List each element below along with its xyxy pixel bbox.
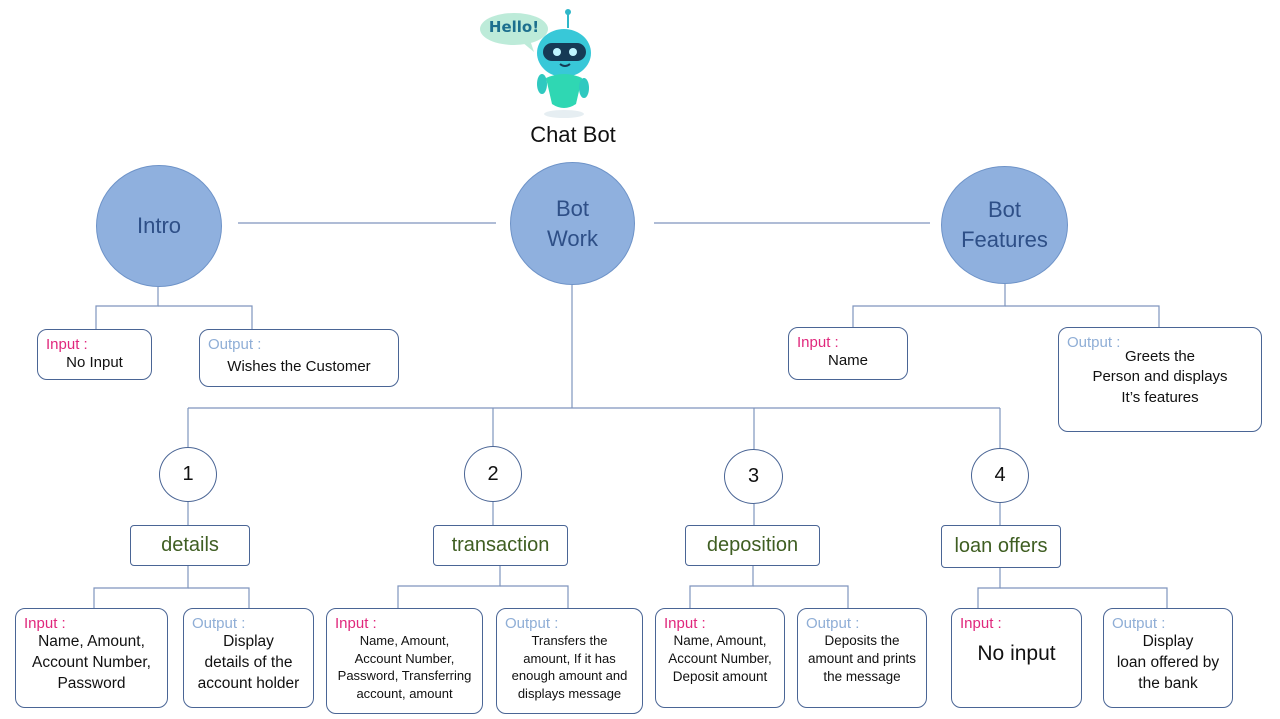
features-input-box: Input : Name [788, 327, 908, 380]
input-label: Input : [335, 615, 377, 632]
output-value: Greets the Person and displays It’s feat… [1092, 348, 1228, 406]
output-label: Output : [806, 615, 860, 632]
features-output-box: Output : Greets the Person and displays … [1058, 327, 1262, 432]
intro-output-box: Output : Wishes the Customer [199, 329, 399, 387]
output-value: Display loan offered by the bank [1116, 633, 1220, 692]
category-details: details [130, 525, 250, 566]
output-value: Display details of the account holder [197, 633, 300, 692]
transaction-output-box: Output : Transfers the amount, If it has… [496, 608, 643, 714]
category-loan-offers: loan offers [941, 525, 1061, 568]
input-label: Input : [24, 615, 66, 632]
output-label: Output : [505, 615, 559, 632]
hello-bubble-text: Hello! [488, 18, 540, 36]
output-label: Output : [192, 615, 246, 632]
input-value: Name, Amount, Account Number, Password, … [337, 633, 472, 701]
input-value: No Input [66, 354, 123, 371]
output-value: Deposits the amount and prints the messa… [807, 633, 917, 685]
intro-input-box: Input : No Input [37, 329, 152, 380]
branch-number-4: 4 [971, 448, 1029, 503]
input-value: Name [827, 352, 868, 369]
input-label: Input : [46, 336, 88, 353]
deposition-output-box: Output : Deposits the amount and prints … [797, 608, 927, 708]
input-value: Name, Amount, Account Number, Deposit am… [668, 633, 772, 685]
category-deposition: deposition [685, 525, 820, 566]
branch-number-1: 1 [159, 447, 217, 502]
bot-work-node: Bot Work [510, 162, 635, 285]
input-label: Input : [960, 615, 1002, 632]
category-transaction: transaction [433, 525, 568, 566]
bot-features-node: Bot Features [941, 166, 1068, 284]
deposition-input-box: Input : Name, Amount, Account Number, De… [655, 608, 785, 708]
input-label: Input : [797, 334, 839, 351]
branch-number-3: 3 [724, 449, 783, 504]
input-value: No input [977, 642, 1056, 665]
robot-icon [480, 9, 591, 118]
output-label: Output : [208, 336, 262, 353]
bot-illustration: Hello! [476, 8, 606, 120]
details-output-box: Output : Display details of the account … [183, 608, 314, 708]
output-label: Output : [1112, 615, 1166, 632]
loan-output-box: Output : Display loan offered by the ban… [1103, 608, 1233, 708]
output-value: Transfers the amount, If it has enough a… [511, 633, 628, 701]
output-label: Output : [1067, 334, 1121, 351]
intro-node: Intro [96, 165, 222, 287]
input-value: Name, Amount, Account Number, Password [32, 633, 151, 692]
output-value: Wishes the Customer [227, 358, 371, 375]
loan-input-box: Input : No input [951, 608, 1082, 708]
input-label: Input : [664, 615, 706, 632]
chat-bot-title: Chat Bot [530, 122, 616, 147]
transaction-input-box: Input : Name, Amount, Account Number, Pa… [326, 608, 483, 714]
details-input-box: Input : Name, Amount, Account Number, Pa… [15, 608, 168, 708]
branch-number-2: 2 [464, 446, 522, 502]
